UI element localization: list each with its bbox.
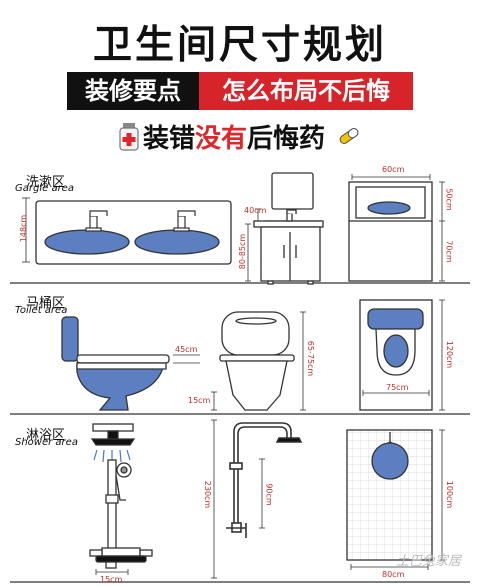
shower-pipe-front-view (226, 422, 303, 538)
shower-head-top-icon (371, 442, 409, 480)
section-gargle-en: Gargle area (15, 183, 74, 194)
dim-mirror-gap: 40cm (244, 206, 267, 215)
capsule-pill-icon (337, 122, 361, 144)
section-shower-cn: 淋浴区 (26, 428, 66, 443)
storage-cabinet (348, 181, 433, 282)
subtitle-red: 没有 (194, 124, 247, 154)
dim-toilet-width: 75cm (386, 383, 409, 392)
dim-shower-width: 15cm (100, 575, 123, 584)
shower-column-left (89, 423, 153, 569)
cabinet-basin (367, 201, 411, 215)
double-basin-counter (35, 200, 232, 265)
banner-key-points: 装修要点 (67, 72, 199, 110)
dim-toilet-seat: 45cm (175, 345, 198, 354)
dim-toilet-height: 65-75cm (306, 340, 316, 377)
toilet-top-view (359, 299, 433, 411)
dim-vanity-height: 80-85cm (238, 233, 248, 270)
dim-cabinet-upper: 50cm (444, 188, 454, 211)
dim-valve-height: 90cm (264, 483, 274, 506)
shower-floor-plan (346, 429, 433, 561)
dim-toilet-base: 15cm (188, 396, 211, 405)
section-toilet-en: Toilet area (15, 305, 68, 316)
toilet-top-tank (367, 308, 424, 330)
basin-left (44, 229, 130, 255)
toilet-tank (61, 316, 79, 362)
dim-cabinet-width: 60cm (382, 165, 405, 174)
toilet-front-view (219, 311, 295, 411)
faucet-left-icon (85, 210, 108, 232)
subtitle-pre: 装错 (142, 124, 195, 154)
section-shower-en: Shower area (15, 437, 78, 448)
dim-shower-floor-width: 80cm (382, 570, 405, 579)
banner-layout: 怎么布局不后悔 (199, 72, 413, 110)
dim-toilet-length: 120cm (445, 340, 455, 369)
watermark: 土巴兔家居 (396, 554, 462, 569)
page-title: 卫生间尺寸规划 (92, 23, 387, 68)
toilet-side-view (61, 316, 170, 411)
subtitle-post: 后悔药 (246, 124, 325, 154)
dim-shower-height: 230cm (203, 480, 213, 509)
dim-shower-floor-length: 100cm (445, 480, 455, 509)
vanity-front-view (253, 172, 324, 285)
section-gargle-cn: 洗漱区 (26, 175, 66, 190)
mirror (271, 172, 314, 210)
dim-cabinet-lower: 70cm (444, 240, 454, 263)
basin-right (134, 229, 220, 255)
medicine-bottle-icon (119, 123, 139, 151)
subtitle-line: 装错没有后悔药 (0, 118, 480, 155)
dim-basin-depth: 148cm (19, 214, 29, 243)
faucet-right-icon (173, 210, 196, 232)
section-toilet-cn: 马桶区 (26, 296, 66, 311)
